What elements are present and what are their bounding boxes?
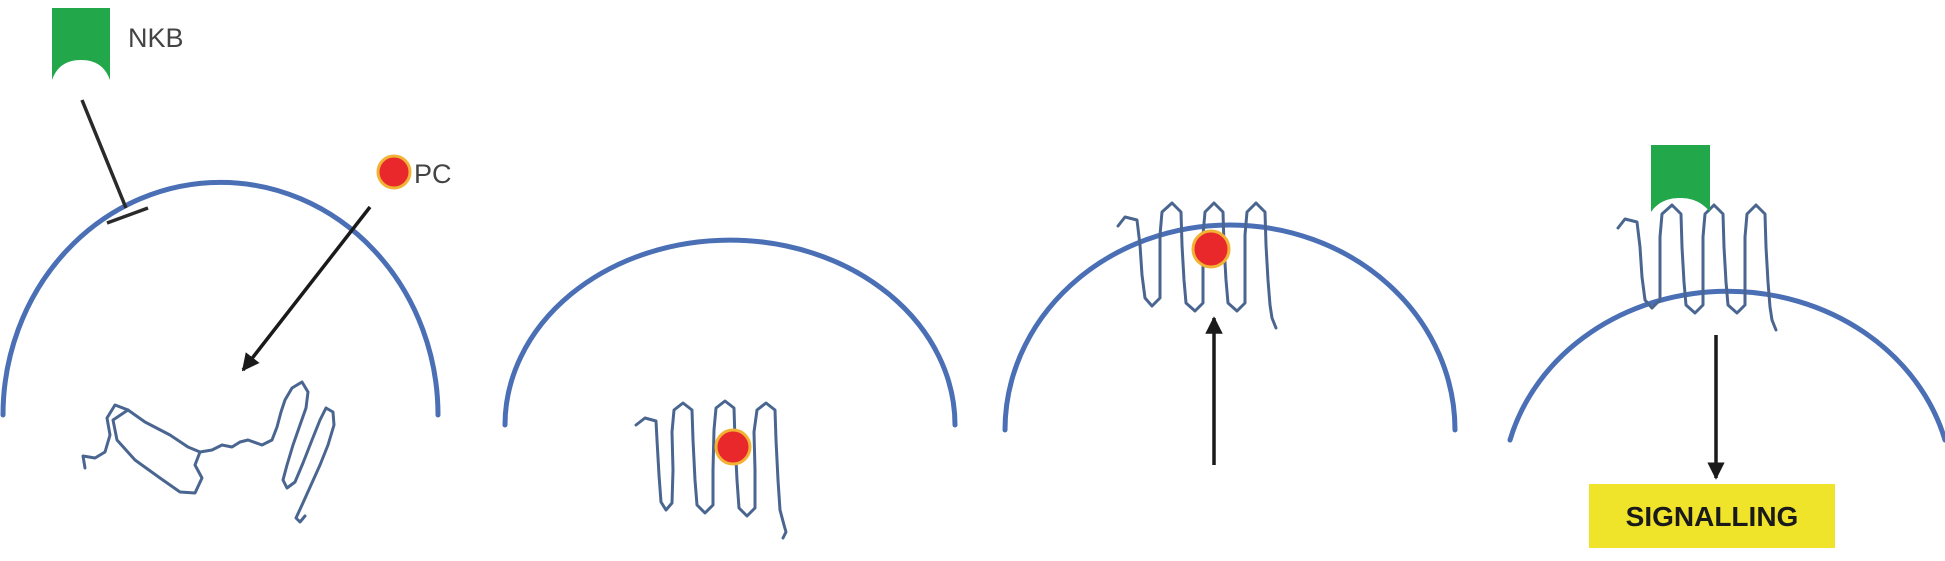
pc-molecule-icon — [376, 154, 412, 190]
panel-2-pc-binds-receptor — [502, 237, 958, 540]
signalling-label: SIGNALLING — [1626, 501, 1799, 532]
panel-1-misfolded-receptor: NKB PC — [0, 8, 452, 524]
inhibition-bar — [106, 206, 149, 225]
panel-4-nkb-signalling: SIGNALLING — [1507, 145, 1945, 548]
pc-label: PC — [414, 159, 452, 189]
pc-bound-icon — [714, 428, 752, 466]
cell-membrane-4 — [1507, 288, 1945, 443]
misfolded-receptor-icon — [81, 380, 336, 524]
cell-membrane-3 — [1002, 222, 1458, 433]
inhibition-line — [80, 99, 128, 209]
signalling-box — [1589, 484, 1835, 548]
receptor-serpentine-4 — [1616, 203, 1778, 332]
receptor-serpentine-3 — [1116, 201, 1278, 330]
panel-3-receptor-trafficking — [1002, 201, 1458, 465]
nkb-ligand-icon — [52, 8, 110, 80]
cell-membrane-1 — [0, 179, 441, 418]
misfolded-receptor-loop — [111, 408, 204, 495]
nkb-label: NKB — [128, 23, 184, 53]
pc-bound-icon-3 — [1191, 229, 1231, 269]
pc-entry-arrow — [241, 205, 372, 372]
cell-membrane-2 — [502, 237, 958, 428]
receptor-serpentine-2 — [634, 399, 788, 540]
nkb-bound-icon — [1651, 145, 1710, 212]
